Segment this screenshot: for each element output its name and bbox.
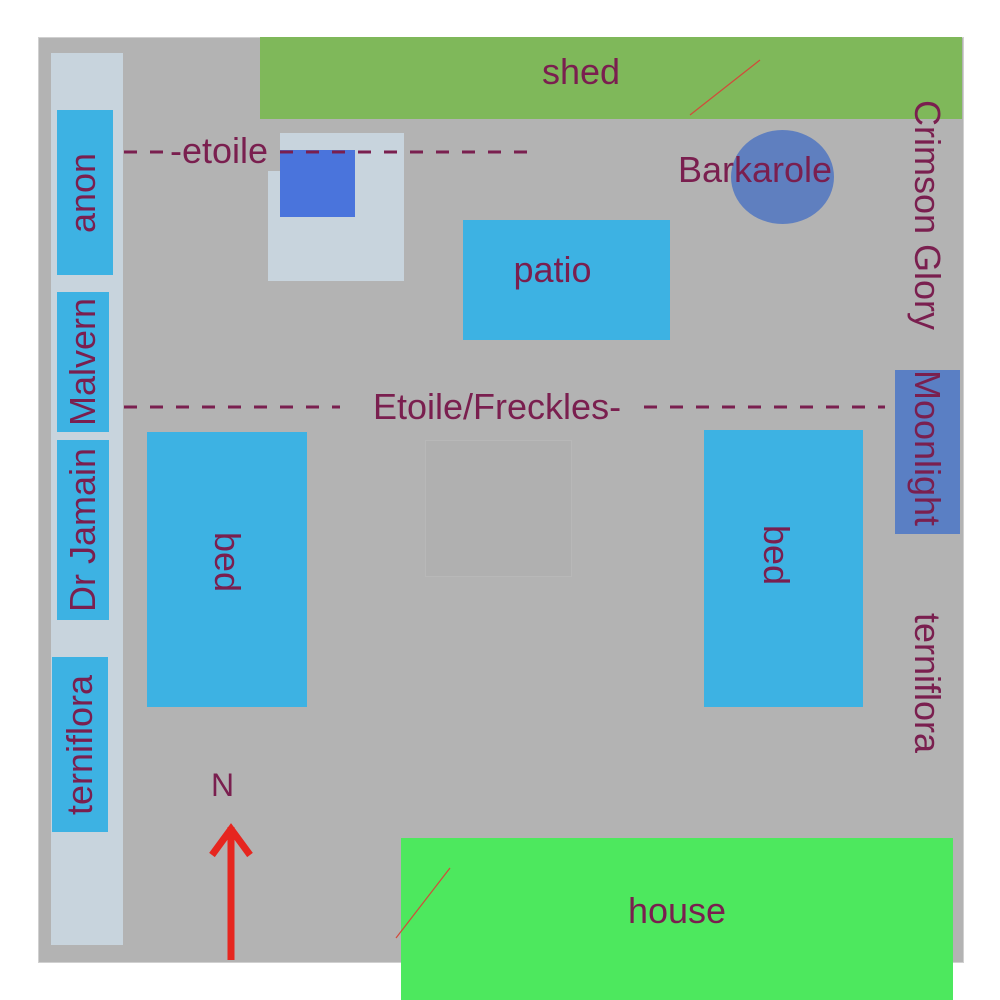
etoile-label-bg — [170, 131, 280, 171]
anon-label: anon — [62, 152, 103, 233]
moonlight-rose — [895, 370, 960, 534]
terniflora-left-patch — [52, 657, 108, 832]
lawn-area — [425, 440, 572, 577]
anon-label-wrap: anon — [57, 110, 109, 275]
malvern-patch — [57, 292, 109, 432]
moonlight-label-wrap: Moonlight — [897, 362, 957, 534]
terniflora-left-label: terniflora — [59, 674, 100, 815]
shed-diagonal-line — [689, 59, 761, 116]
shed-label: shed — [541, 51, 621, 92]
etoile-freckles-label-bg — [340, 386, 638, 428]
dr-jamain-label: Dr Jamain — [62, 447, 104, 613]
terniflora-right-label-wrap: terniflora — [897, 605, 957, 760]
barkarole-label: Barkarole — [678, 149, 833, 190]
house-diagonal-line — [395, 867, 451, 939]
patio-label: patio — [513, 249, 592, 290]
dr-jamain-patch — [57, 440, 109, 620]
patio: patio — [463, 220, 670, 340]
malvern-label: Malvern — [62, 297, 104, 427]
bed-right — [704, 430, 863, 707]
anon-patch — [57, 110, 113, 275]
crimson-glory-label: Crimson Glory — [907, 99, 948, 331]
dr-jamain-label-wrap: Dr Jamain — [57, 440, 109, 620]
pond — [280, 150, 355, 217]
etoile-label: -etoile — [170, 130, 269, 171]
terniflora-right-label: terniflora — [907, 612, 948, 753]
etoile-freckles-label: Etoile/Freckles- — [373, 386, 622, 427]
house: house — [401, 838, 953, 1000]
north-arrow-icon — [209, 823, 253, 960]
moonlight-label: Moonlight — [907, 369, 948, 527]
north-label: N — [211, 767, 235, 803]
terniflora-left-label-wrap: terniflora — [52, 657, 108, 832]
crimson-glory-label-wrap: Crimson Glory — [897, 90, 957, 340]
malvern-label-wrap: Malvern — [57, 292, 109, 432]
shed: shed — [260, 37, 962, 119]
house-label: house — [627, 890, 727, 931]
barkarole-rose — [731, 130, 834, 224]
bed-left — [147, 432, 307, 707]
